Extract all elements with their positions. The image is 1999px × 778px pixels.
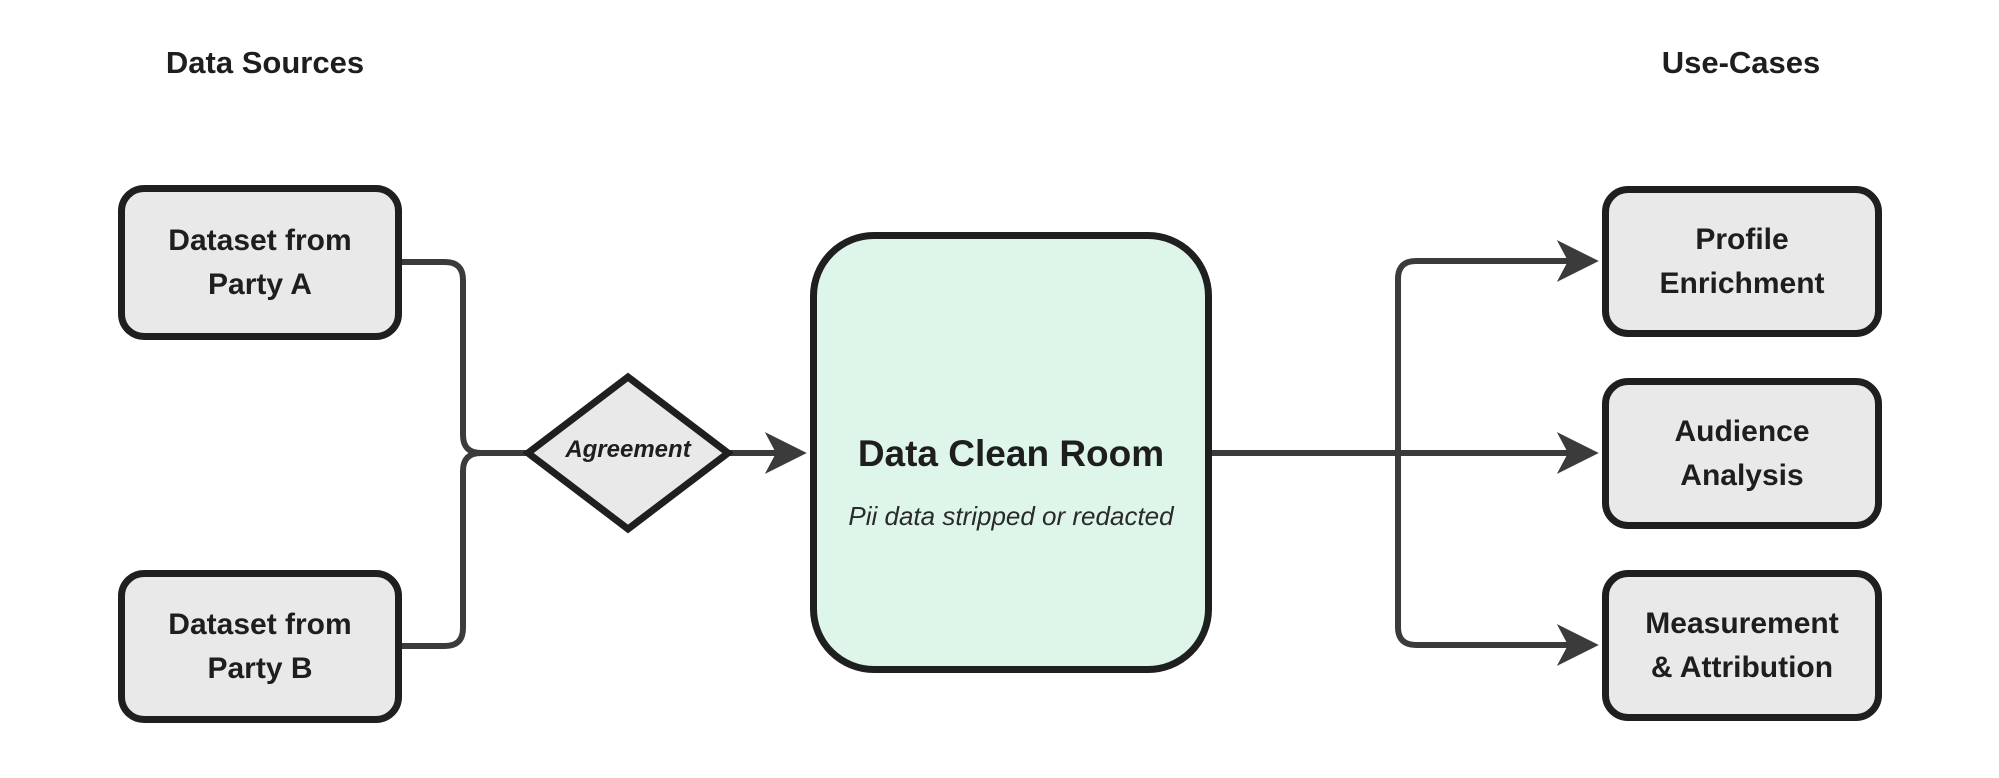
node-audience-analysis-label: Audience Analysis — [1674, 414, 1810, 492]
connector-party-b — [400, 450, 527, 649]
node-measurement-attribution: Measurement & Attribution — [1602, 570, 1882, 721]
node-measurement-attribution-label: Measurement & Attribution — [1645, 606, 1839, 684]
node-data-clean-room-subtitle: Pii data stripped or redacted — [848, 501, 1174, 531]
node-data-clean-room-title: Data Clean Room — [857, 433, 1165, 474]
connector-party-a — [400, 259, 527, 456]
node-dataset-party-a: Dataset from Party A — [118, 185, 402, 340]
node-dataset-party-b-label: Dataset from Party B — [168, 607, 352, 685]
node-data-clean-room: Data Clean Room Pii data stripped or red… — [810, 232, 1212, 673]
node-profile-enrichment: Profile Enrichment — [1602, 186, 1882, 337]
arrow-clean-room-to-profile-enrichment — [1395, 240, 1599, 453]
node-dataset-party-b: Dataset from Party B — [118, 570, 402, 723]
node-agreement-label: Agreement — [565, 436, 691, 463]
data-sources-heading: Data Sources — [165, 45, 365, 80]
node-audience-analysis: Audience Analysis — [1602, 378, 1882, 529]
agreement-diamond-shape — [522, 372, 734, 534]
use-cases-heading: Use-Cases — [1661, 45, 1821, 80]
node-profile-enrichment-label: Profile Enrichment — [1659, 222, 1825, 300]
node-dataset-party-a-label: Dataset from Party A — [168, 223, 352, 301]
arrow-clean-room-to-measurement-attribution — [1395, 453, 1599, 666]
